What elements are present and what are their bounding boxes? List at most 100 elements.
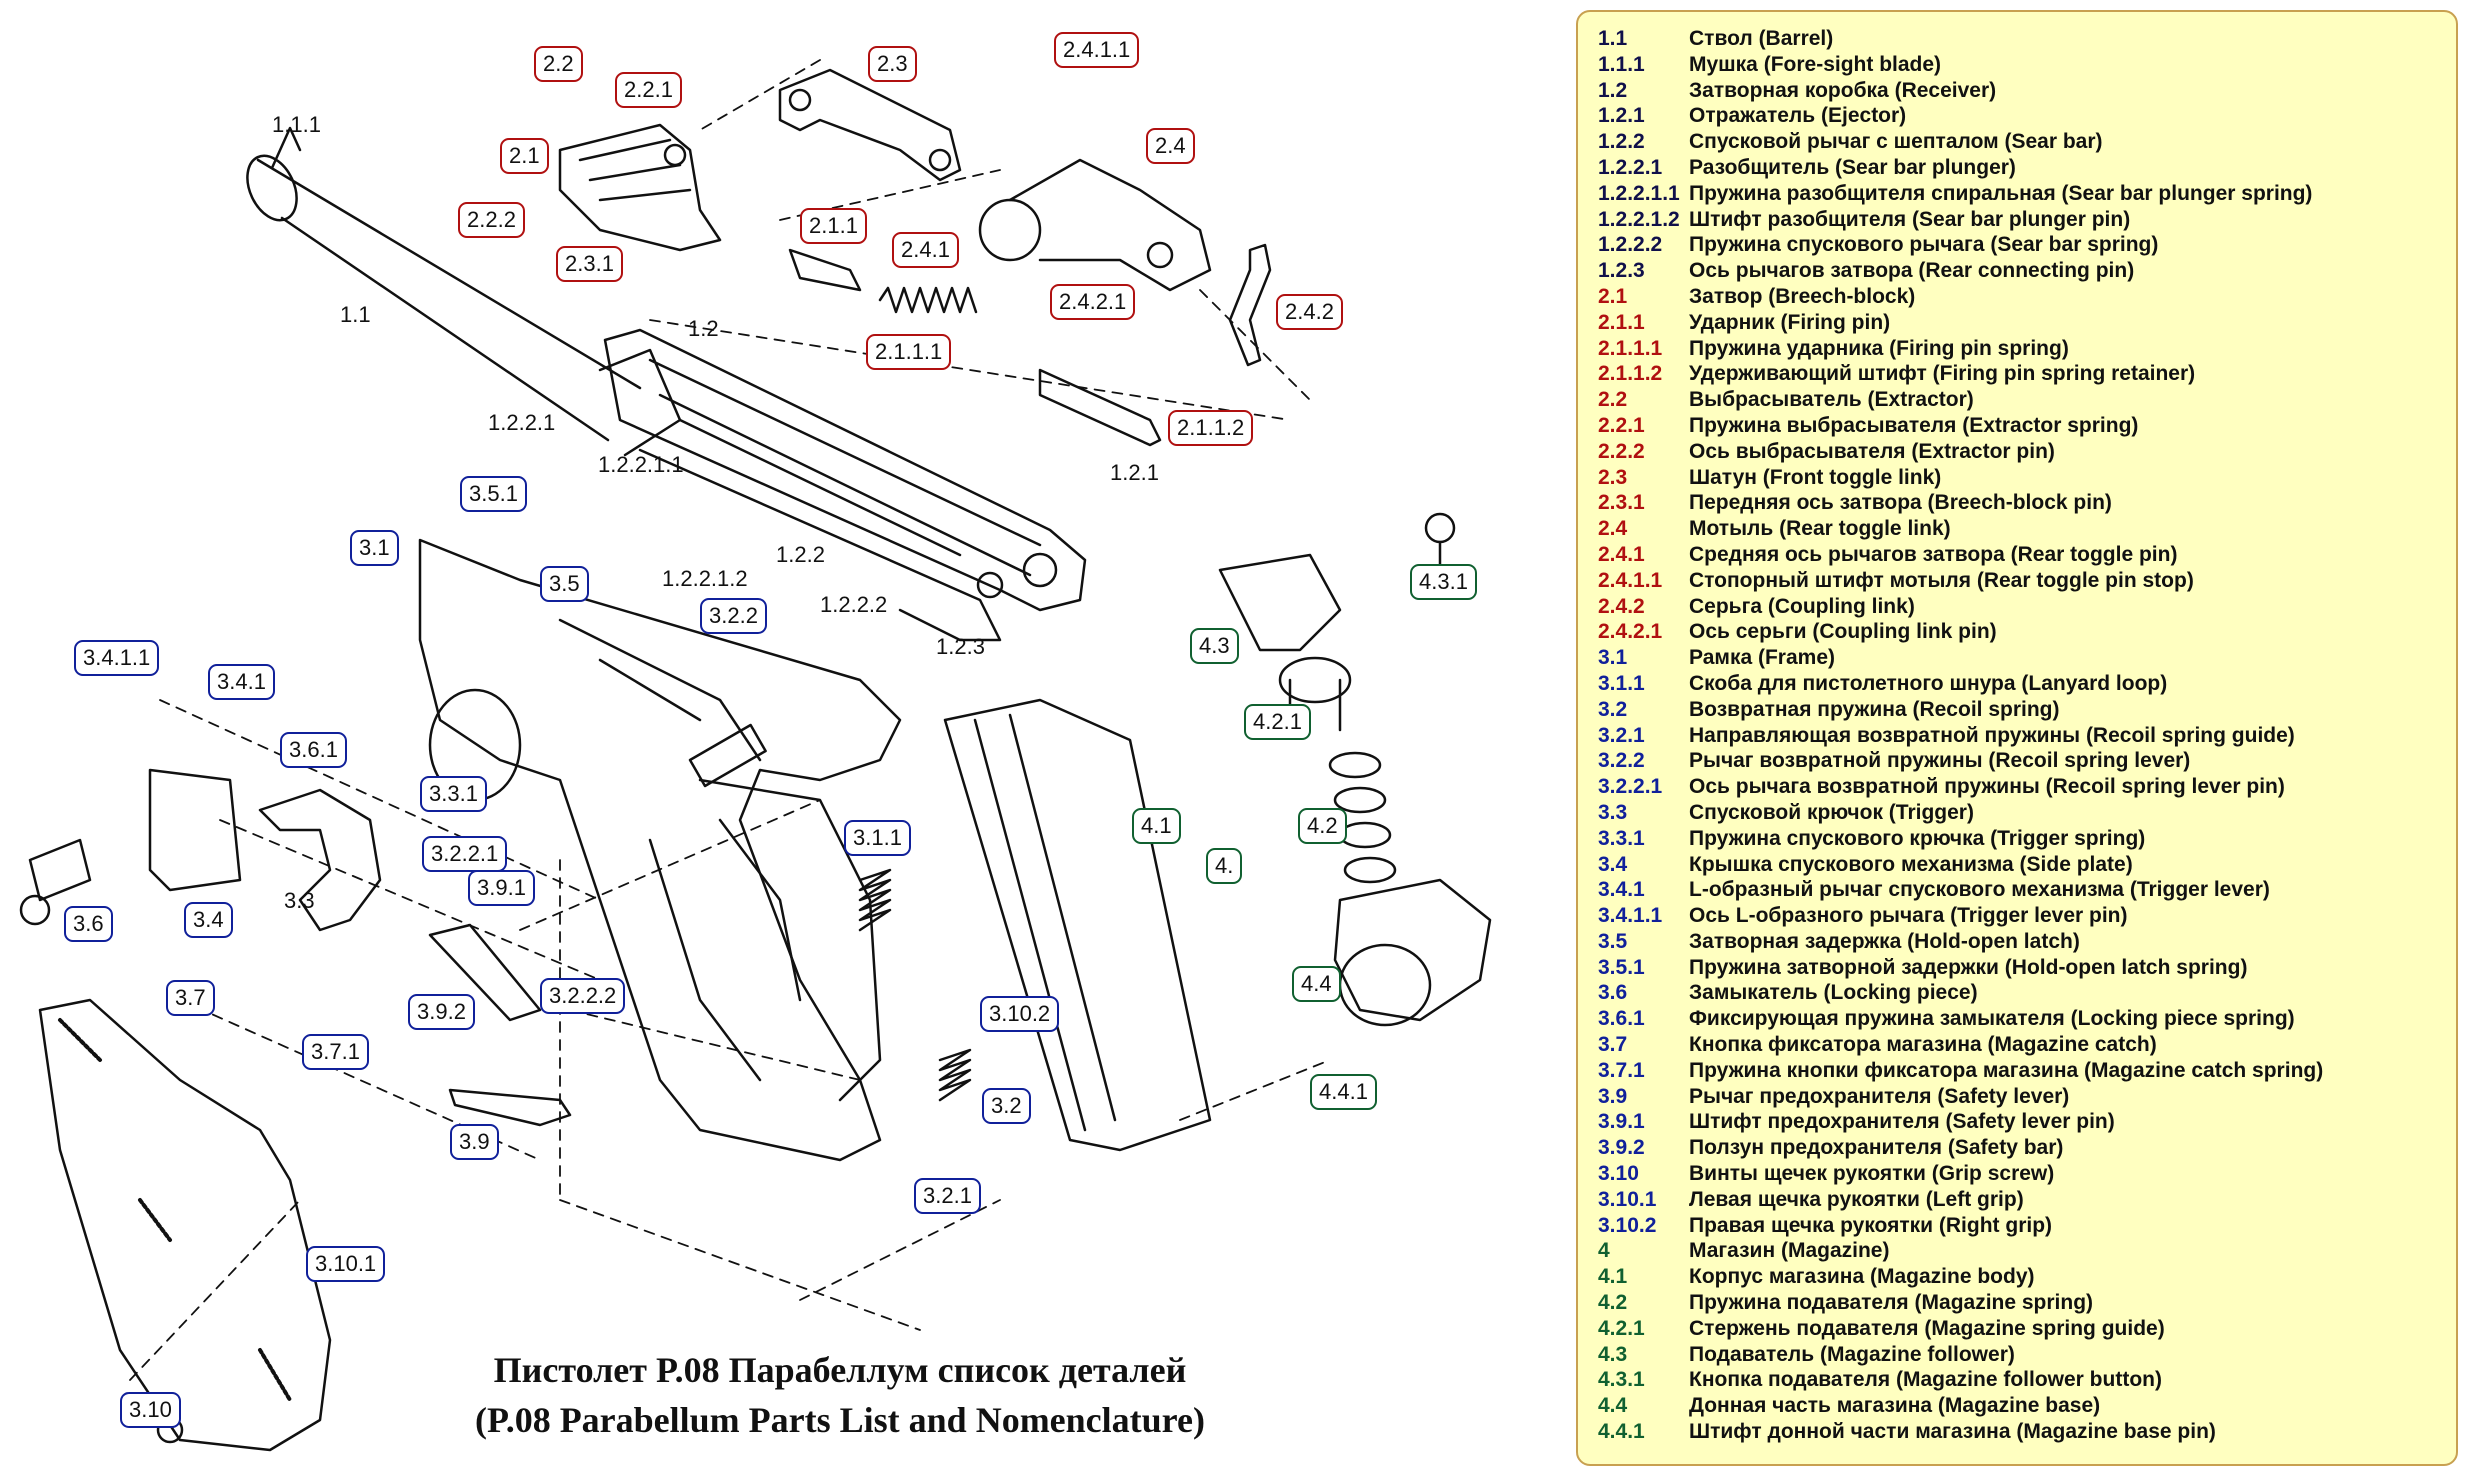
receiver-drawing (603, 328, 1087, 642)
legend-row: 3.5.1 Пружина затворной задержки (Hold-op… (1598, 955, 2442, 981)
legend-text: Ось рычагов затвора (Rear connecting pin… (1689, 259, 2135, 283)
legend-text: Выбрасыватель (Extractor) (1689, 388, 1974, 412)
legend-code: 2.4.2 (1598, 594, 1645, 618)
legend-text: Ударник (Firing pin) (1689, 310, 1891, 334)
legend-code: 1.1 (1598, 27, 1628, 50)
legend-code: 2.1.1.1 (1598, 336, 1663, 360)
label-3-6-1: 3.6.1 (280, 732, 347, 768)
label-4-4-1: 4.4.1 (1310, 1074, 1377, 1110)
recoil-spring-drawing (858, 868, 892, 932)
label-3-10-2: 3.10.2 (980, 996, 1060, 1032)
label-1-2-2: 1.2.2 (776, 542, 825, 567)
label-3-3-1: 3.3.1 (420, 776, 487, 812)
legend-text: Ось L-образного рычага (Trigger lever pi… (1689, 904, 2128, 928)
legend-row: 3.2 Возвратная пружина (Recoil spring) (1598, 697, 2442, 723)
legend-text: Рамка (Frame) (1689, 646, 1835, 670)
legend-text: Затворная коробка (Receiver) (1689, 78, 1997, 102)
legend-code: 3.9.2 (1598, 1136, 1645, 1160)
legend-code: 3.10.2 (1598, 1213, 1657, 1237)
label-3-10-1: 3.10.1 (306, 1246, 386, 1282)
legend-code: 4.2 (1598, 1291, 1628, 1315)
coupling-link-drawing (1228, 243, 1272, 367)
parts-drawing (19, 59, 1492, 1452)
legend-row: 2.1.1.1 Пружина ударника (Firing pin spri… (1598, 336, 2442, 362)
legend-code: 3.4.1 (1598, 878, 1645, 902)
legend-text: Кнопка подавателя (Magazine follower but… (1689, 1368, 2162, 1392)
legend-code: 3.7 (1598, 1033, 1628, 1057)
label-2-1-1-1: 2.1.1.1 (866, 334, 952, 370)
legend-text: Штифт разобщителя (Sear bar plunger pin) (1689, 207, 2131, 231)
legend-row: 3.1.1 Скоба для пистолетного шнура (Lanya… (1598, 671, 2442, 697)
label-1-1-1: 1.1.1 (272, 112, 321, 137)
legend-code: 3.5.1 (1598, 955, 1645, 979)
legend-text: Спусковой рычаг с шепталом (Sear bar) (1689, 130, 2103, 154)
label-2-2: 2.2 (534, 46, 583, 82)
label-4-2-1: 4.2.1 (1244, 704, 1311, 740)
legend-text: Магазин (Magazine) (1689, 1239, 1890, 1263)
trigger-drawing (258, 788, 382, 932)
label-2-4-1-1: 2.4.1.1 (1054, 32, 1140, 68)
legend-code: 3.4.1.1 (1598, 904, 1663, 928)
assembly-lines (129, 59, 1331, 1381)
legend-text: Скоба для пистолетного шнура (Lanyard lo… (1689, 671, 2168, 695)
label-1-2: 1.2 (688, 316, 719, 341)
legend-code: 4 (1598, 1239, 1610, 1263)
breech-block-drawing (558, 123, 722, 252)
label-3-5: 3.5 (540, 566, 589, 602)
label-3-7-1: 3.7.1 (302, 1034, 369, 1070)
label-2-3: 2.3 (868, 46, 917, 82)
legend-code: 2.2.1 (1598, 413, 1645, 437)
label-3-4-1-1: 3.4.1.1 (74, 640, 160, 676)
legend-code: 1.2.2.1 (1598, 155, 1663, 179)
legend-text: Пружина ударника (Firing pin spring) (1689, 336, 2069, 360)
legend-code: 3.1.1 (1598, 671, 1645, 695)
label-3-6: 3.6 (64, 906, 113, 942)
label-2-4: 2.4 (1146, 128, 1195, 164)
legend-text: Мушка (Fore-sight blade) (1689, 52, 1942, 76)
legend-code: 3.7.1 (1598, 1058, 1645, 1082)
legend-text: Мотыль (Rear toggle link) (1689, 517, 1951, 541)
label-3-4: 3.4 (184, 902, 233, 938)
label-3-9-1: 3.9.1 (468, 870, 535, 906)
legend-text: Ползун предохранителя (Safety bar) (1689, 1136, 2064, 1160)
front-toggle-drawing (778, 68, 962, 182)
legend-text: Штифт предохранителя (Safety lever pin) (1689, 1110, 2115, 1134)
legend-code: 2.1.1 (1598, 310, 1645, 334)
legend-code: 3.10 (1598, 1162, 1639, 1186)
label-3-5-1: 3.5.1 (460, 476, 527, 512)
label-4: 4. (1206, 848, 1243, 884)
label-2-2-2: 2.2.2 (458, 202, 525, 238)
legend-text: Пружина затворной задержки (Hold-open la… (1689, 955, 2248, 979)
legend-text: Корпус магазина (Magazine body) (1689, 1265, 2035, 1289)
frame-drawing (418, 538, 902, 1162)
label-2-2-1: 2.2.1 (615, 72, 682, 108)
legend-code: 1.2.2.1.1 (1598, 181, 1680, 205)
label-3-7: 3.7 (166, 980, 215, 1016)
legend-text: Возвратная пружина (Recoil spring) (1689, 697, 2060, 721)
label-4-3-1: 4.3.1 (1410, 564, 1477, 600)
legend-code: 3.2 (1598, 697, 1628, 721)
label-1-2-2-1-2: 1.2.2.1.2 (662, 566, 748, 591)
